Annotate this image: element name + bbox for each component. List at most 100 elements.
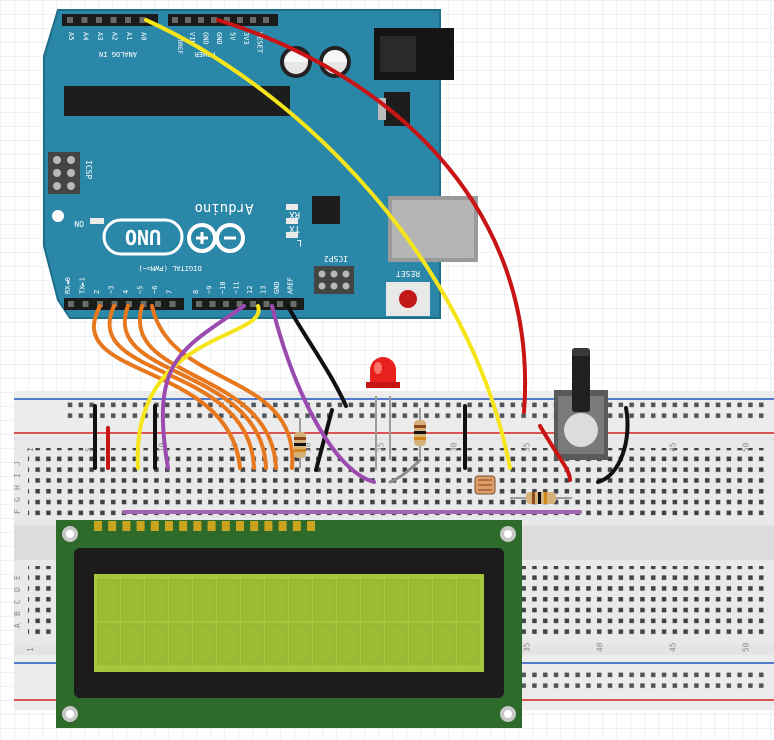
- header-pin: [111, 301, 118, 307]
- column-number: 20: [303, 442, 312, 452]
- icsp2-pin: [342, 270, 350, 278]
- wire-orange-1: [91, 304, 242, 470]
- icsp-pin: [53, 156, 61, 164]
- lcd-pin: [264, 521, 273, 531]
- icsp2-pin: [318, 282, 326, 290]
- header-pin: [140, 301, 147, 307]
- digital-pin-label: 8: [192, 290, 200, 294]
- reset-label: RESET: [396, 269, 420, 278]
- icsp-pin: [53, 169, 61, 177]
- analog-in-label: ANALOG IN: [99, 50, 137, 58]
- row-letter: I: [13, 473, 22, 478]
- header-pin: [250, 301, 256, 307]
- lcd-cell: [313, 579, 336, 621]
- row-letter: D: [13, 587, 22, 592]
- row-letter: B: [13, 611, 22, 616]
- lcd-cell: [97, 623, 120, 665]
- lcd-cell: [457, 623, 480, 665]
- icsp-pin: [67, 182, 75, 190]
- icsp2-pin: [330, 270, 338, 278]
- icsp2-pin: [318, 270, 326, 278]
- l-led: [286, 232, 298, 238]
- column-number: 10: [157, 442, 166, 452]
- digital-pin-label: ~9: [206, 286, 214, 294]
- digital-label: DIGITAL (PWM=~): [138, 264, 201, 272]
- tx-led: [286, 218, 298, 224]
- header-pin: [139, 17, 146, 23]
- rx-label: RX: [289, 209, 300, 219]
- digital-pin-label: RX◄0: [64, 277, 72, 294]
- resistor-2: [414, 408, 426, 458]
- power-pin-label: RESET: [256, 32, 264, 54]
- wires: [91, 18, 630, 514]
- digital-pin-label: ~10: [219, 281, 227, 294]
- lcd-cell: [169, 623, 192, 665]
- lcd-pin: [292, 521, 301, 531]
- uno-logo: UNO: [102, 218, 245, 256]
- potentiometer[interactable]: [554, 348, 608, 460]
- digital-pin-label: 12: [246, 286, 254, 294]
- analog-pin-label: A0: [140, 32, 148, 40]
- column-number: 45: [668, 442, 677, 452]
- wire-black-gnd: [286, 304, 348, 408]
- lcd-cell: [385, 579, 408, 621]
- lcd-cell: [457, 579, 480, 621]
- lcd-cell: [409, 623, 432, 665]
- power-pin-label: VIN: [188, 32, 196, 45]
- icsp-header: [48, 152, 80, 194]
- wire-yellow-pin12: [135, 304, 261, 470]
- lcd-cell: [241, 623, 264, 665]
- icsp-pin: [67, 156, 75, 164]
- header-pin: [211, 17, 217, 23]
- analog-pin-label: A5: [67, 32, 75, 40]
- usb-chip: [312, 196, 340, 224]
- wire-grey-led: [388, 458, 422, 484]
- lcd-cell: [121, 623, 144, 665]
- lcd-pin: [193, 521, 202, 531]
- icsp-label: ICSP: [84, 160, 93, 179]
- header-pin: [155, 301, 161, 307]
- wire-purple-pin11: [160, 304, 246, 470]
- digital-header-high: [192, 298, 304, 310]
- power-label: POWER: [194, 50, 216, 58]
- row-letter: C: [13, 599, 22, 604]
- header-pin: [126, 301, 132, 307]
- column-number: 35: [522, 442, 531, 452]
- power-pin-label: GND: [215, 32, 223, 45]
- digital-pin-label: TX►1: [79, 277, 87, 294]
- header-pin: [290, 301, 297, 307]
- lcd-pin: [122, 521, 131, 531]
- lcd-character-cells: [97, 579, 480, 665]
- lcd-cell: [433, 623, 456, 665]
- icsp2-pin: [330, 282, 338, 290]
- lcd-cell: [385, 623, 408, 665]
- lcd-pin: [179, 521, 188, 531]
- digital-pin-label: 7: [166, 290, 174, 294]
- digital-header-low: [64, 298, 184, 310]
- lcd-pin: [165, 521, 173, 531]
- row-letter: G: [13, 497, 22, 502]
- lcd-cell: [145, 579, 168, 621]
- photoresistor: [474, 475, 496, 495]
- header-pin: [81, 17, 88, 23]
- header-pin: [250, 17, 256, 23]
- lcd-cell: [361, 579, 384, 621]
- header-pin: [172, 17, 178, 23]
- lcd-cell: [313, 623, 336, 665]
- lcd-16x2: [56, 520, 522, 728]
- digital-pin-label: ~3: [108, 286, 116, 294]
- uno-logo-text: UNO: [125, 225, 161, 249]
- wire-orange-4: [137, 304, 278, 470]
- header-pin: [125, 17, 131, 23]
- header-pin: [185, 17, 191, 23]
- column-number: 30: [449, 442, 458, 452]
- lcd-pin: [221, 521, 230, 531]
- lcd-pin-header: [94, 521, 315, 531]
- power-pin-label: GND: [202, 32, 210, 45]
- lcd-pin: [278, 521, 287, 531]
- column-number: 1: [26, 647, 35, 652]
- icsp-pin: [67, 169, 75, 177]
